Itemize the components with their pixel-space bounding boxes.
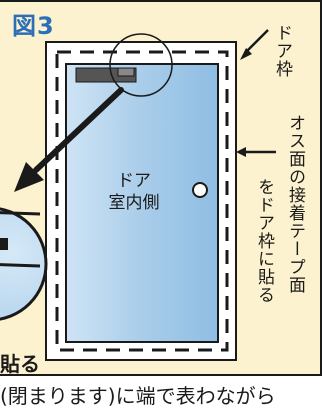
highlight-circle: [109, 33, 173, 97]
figure-panel: 図3: [0, 0, 322, 376]
door-closer-arm: [117, 67, 135, 77]
tape-pointer-head: [236, 147, 246, 157]
zoom-tape-segment: [0, 238, 8, 250]
instruction-line1: オス面の接着テープ面: [285, 114, 305, 294]
instruction-line2: をドア枠に貼る: [254, 178, 274, 304]
footer-partial-text: (閉まります)に端で表わながら: [0, 384, 276, 408]
zoom-inner-line2: [0, 263, 41, 268]
frame-pointer-shaft: [245, 29, 269, 53]
partial-label: 貼る: [0, 352, 40, 376]
door-label: ドア 室内側: [96, 170, 172, 214]
zoom-arrowhead: [14, 162, 44, 192]
diagram-canvas: [0, 29, 276, 361]
door-label-line1: ドア: [117, 171, 151, 191]
zoom-inner-line: [0, 211, 41, 216]
frame-pointer-head: [240, 48, 252, 60]
figure-title: 図3: [12, 12, 55, 40]
door-label-line2: 室内側: [108, 193, 160, 213]
door: [65, 63, 219, 343]
door-frame-label: ドア枠: [272, 24, 292, 78]
zoom-arrow-shaft: [33, 87, 124, 173]
door-knob: [192, 182, 208, 198]
tape-dashed-line: [55, 50, 229, 352]
